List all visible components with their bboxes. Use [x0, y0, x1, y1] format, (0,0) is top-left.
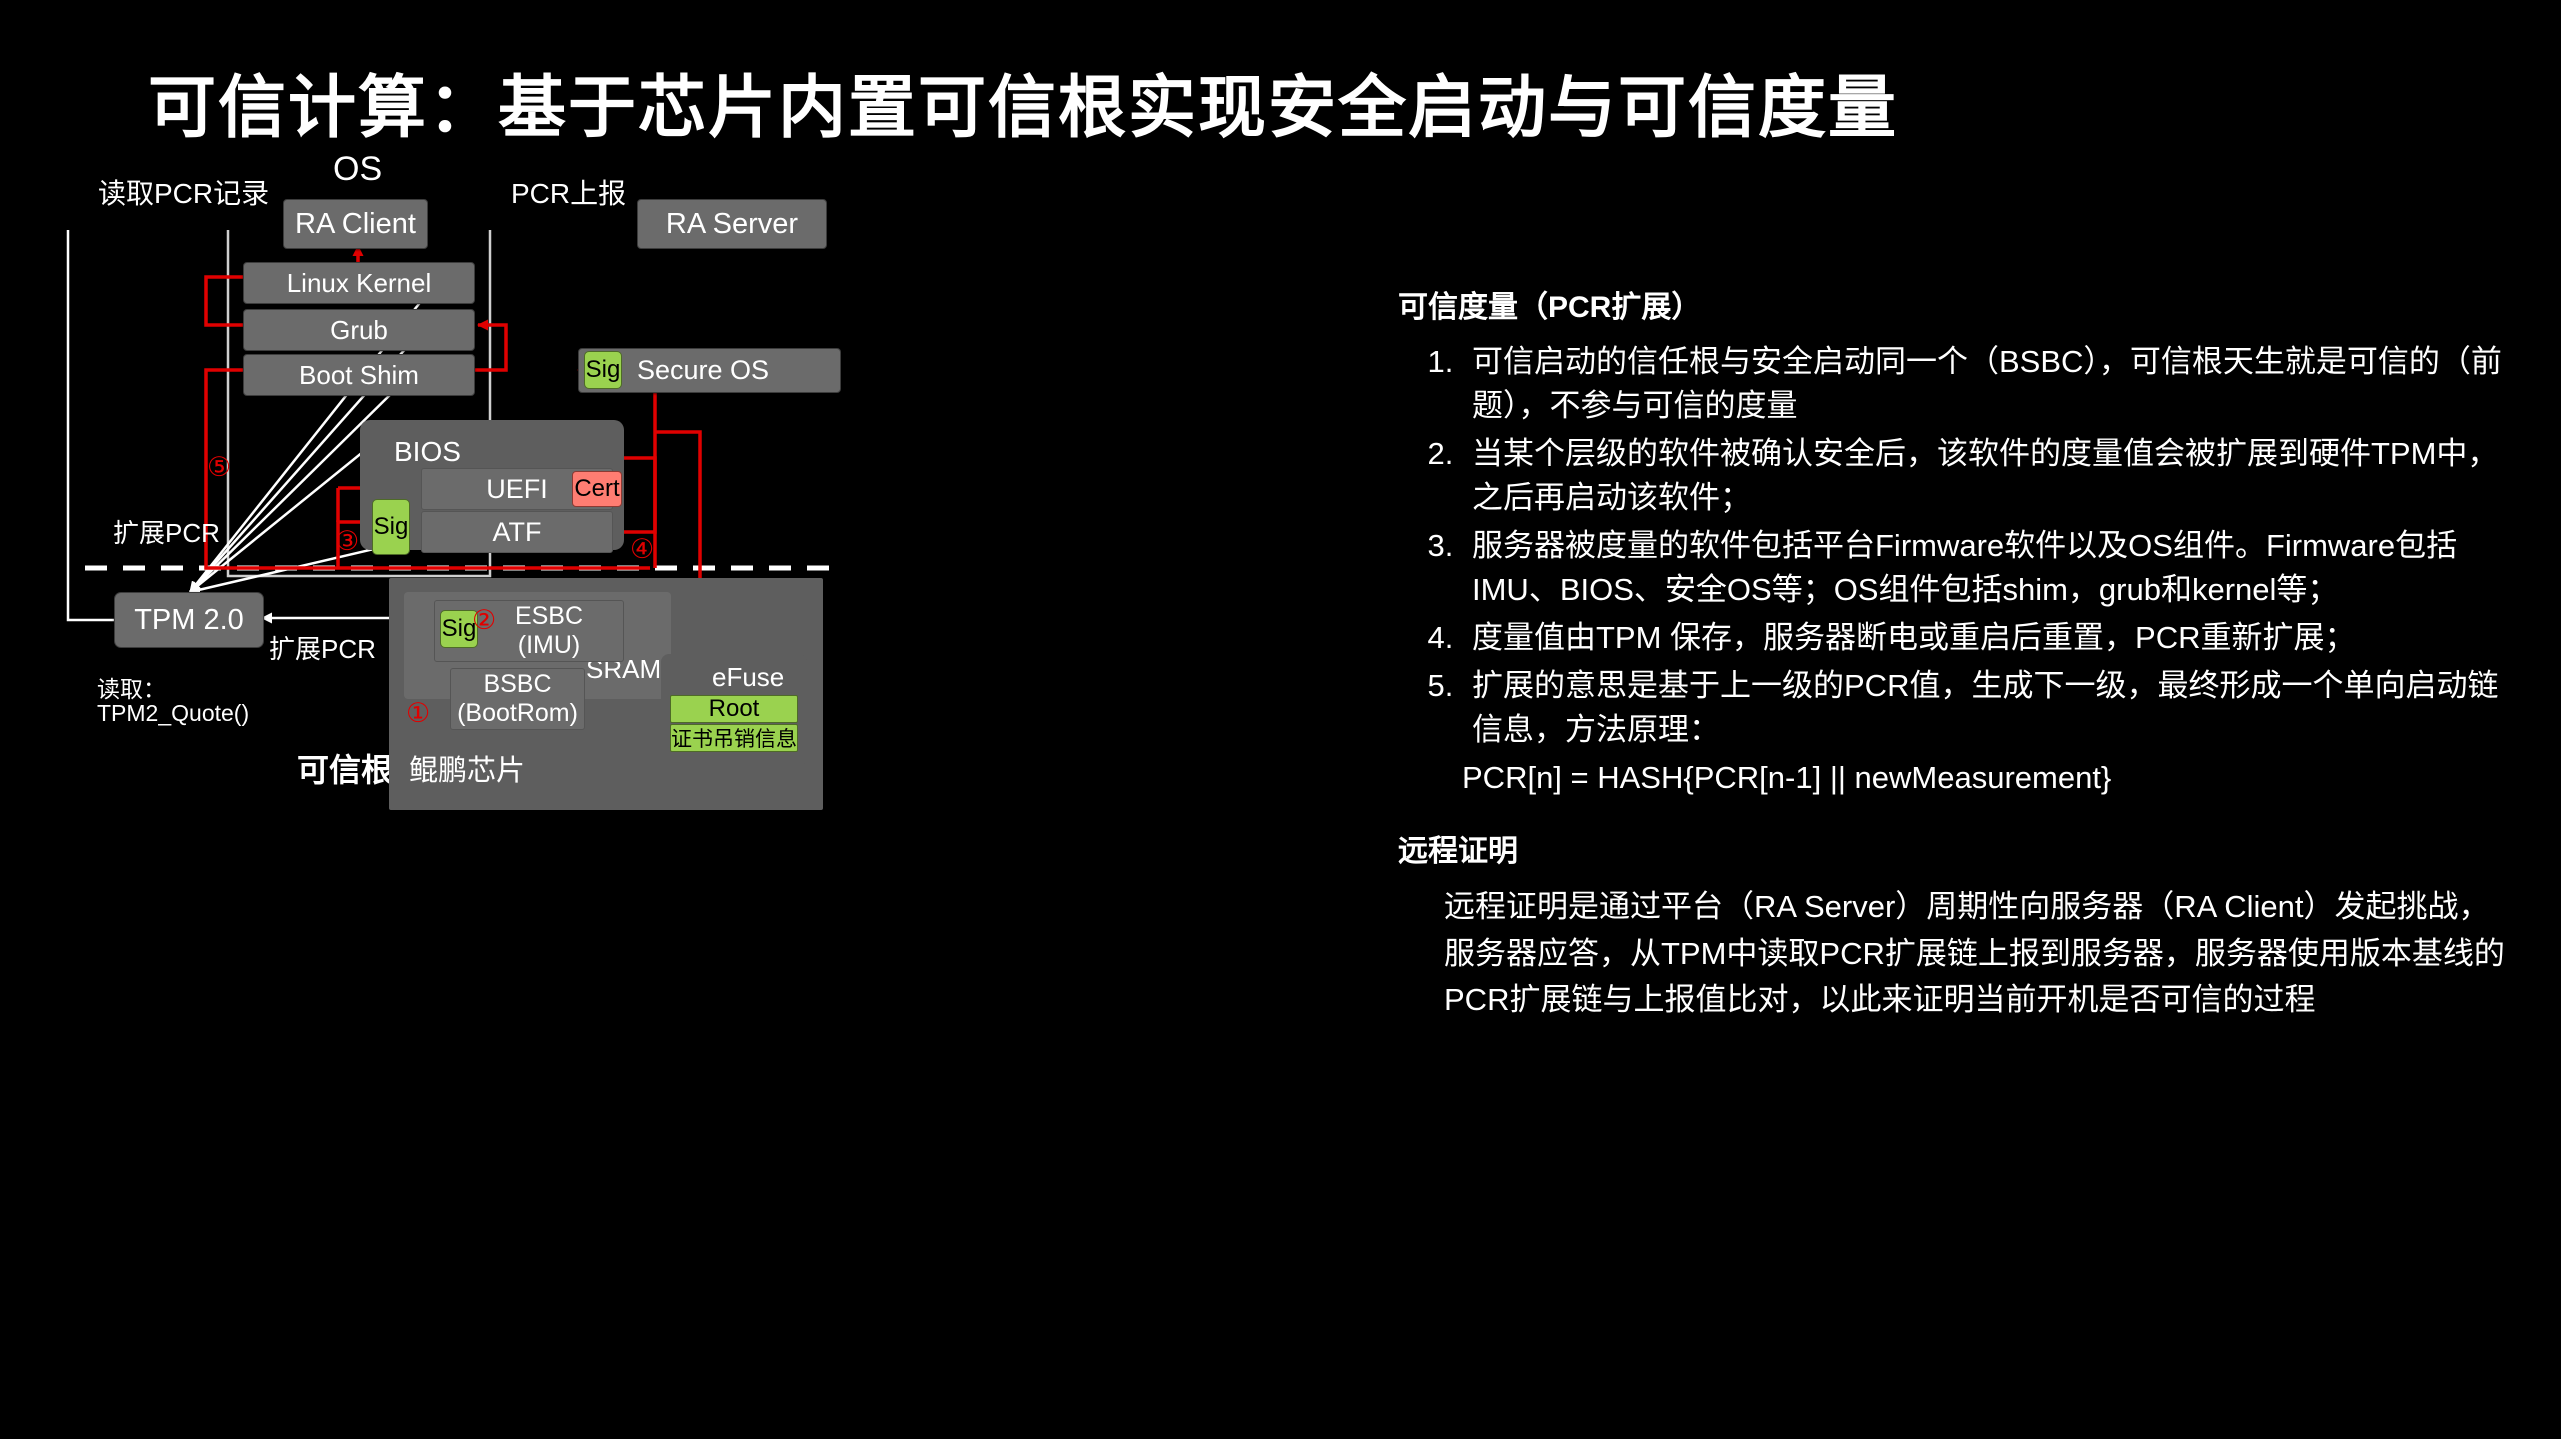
- cert-box[interactable]: Cert: [572, 471, 622, 507]
- esbc-sig-badge: Sig: [440, 610, 478, 648]
- ra-client-box[interactable]: RA Client: [283, 199, 428, 249]
- root-of-trust-label: 可信根: [297, 752, 394, 788]
- bios-sig-badge: Sig: [372, 499, 410, 555]
- efuse-root-box[interactable]: Root: [670, 695, 798, 723]
- remote-attestation-heading: 远程证明: [1398, 835, 1518, 869]
- measurement-point: 当某个层级的软件被确认安全后，该软件的度量值会被扩展到硬件TPM中，之后再启动该…: [1462, 432, 2508, 520]
- esbc-title: ESBC: [514, 602, 584, 630]
- pcr-report-label: PCR上报: [511, 178, 627, 209]
- step-number-2: ②: [472, 605, 497, 635]
- measurement-point: 服务器被度量的软件包括平台Firmware软件以及OS组件。Firmware包括…: [1462, 524, 2508, 612]
- extend-pcr-tpm-label: 扩展PCR: [269, 634, 376, 664]
- step-number-1: ①: [406, 698, 431, 728]
- bsbc-box[interactable]: BSBC (BootRom): [450, 668, 585, 730]
- architecture-diagram: OS 读取PCR记录 PCR上报 RA Client RA Server Lin…: [0, 150, 1400, 1350]
- step-number-5: ⑤: [207, 452, 232, 482]
- ra-server-box[interactable]: RA Server: [637, 199, 827, 249]
- remote-attestation-body: 远程证明是通过平台（RA Server）周期性向服务器（RA Client）发起…: [1444, 889, 2505, 1018]
- pcr-formula: PCR[n] = HASH{PCR[n-1] || newMeasurement…: [1462, 760, 2112, 796]
- measurement-point: 度量值由TPM 保存，服务器断电或重启后重置，PCR重新扩展；: [1462, 616, 2508, 660]
- measurement-point: 扩展的意思是基于上一级的PCR值，生成下一级，最终形成一个单向启动链信息，方法原…: [1462, 664, 2508, 752]
- page-title: 可信计算：基于芯片内置可信根实现安全启动与可信度量: [148, 70, 1899, 146]
- step-number-4: ④: [630, 534, 655, 564]
- efuse-label: eFuse: [712, 662, 785, 692]
- tpm2-quote-label: TPM2_Quote(): [97, 700, 250, 726]
- measurement-point: 可信启动的信任根与安全启动同一个（BSBC），可信根天生就是可信的（前题），不参…: [1462, 340, 2508, 428]
- boot-shim-box[interactable]: Boot Shim: [243, 354, 475, 396]
- linux-kernel-box[interactable]: Linux Kernel: [243, 262, 475, 304]
- secure-os-sig-badge: Sig: [584, 351, 622, 389]
- efuse-cert-revocation-box[interactable]: 证书吊销信息: [670, 724, 798, 752]
- atf-box[interactable]: ATF: [421, 511, 613, 553]
- extend-pcr-left-label: 扩展PCR: [113, 518, 220, 548]
- kunpeng-chip-label: 鲲鹏芯片: [409, 755, 526, 787]
- os-label: OS: [333, 150, 383, 188]
- esbc-subtitle: (IMU): [517, 631, 581, 659]
- step-number-3: ③: [335, 526, 360, 556]
- explanation-panel: 可信度量（PCR扩展） 可信启动的信任根与安全启动同一个（BSBC），可信根天生…: [1398, 282, 2508, 1024]
- tpm-box[interactable]: TPM 2.0: [114, 592, 264, 648]
- bsbc-subtitle: (BootRom): [457, 699, 578, 727]
- read-label: 读取：: [97, 676, 166, 702]
- read-pcr-record-label: 读取PCR记录: [98, 178, 270, 209]
- bios-label: BIOS: [394, 436, 461, 467]
- bsbc-title: BSBC: [483, 670, 552, 698]
- grub-box[interactable]: Grub: [243, 309, 475, 351]
- measurement-points-list: 可信启动的信任根与安全启动同一个（BSBC），可信根天生就是可信的（前题），不参…: [1416, 340, 2508, 752]
- measurement-heading: 可信度量（PCR扩展）: [1398, 291, 1702, 324]
